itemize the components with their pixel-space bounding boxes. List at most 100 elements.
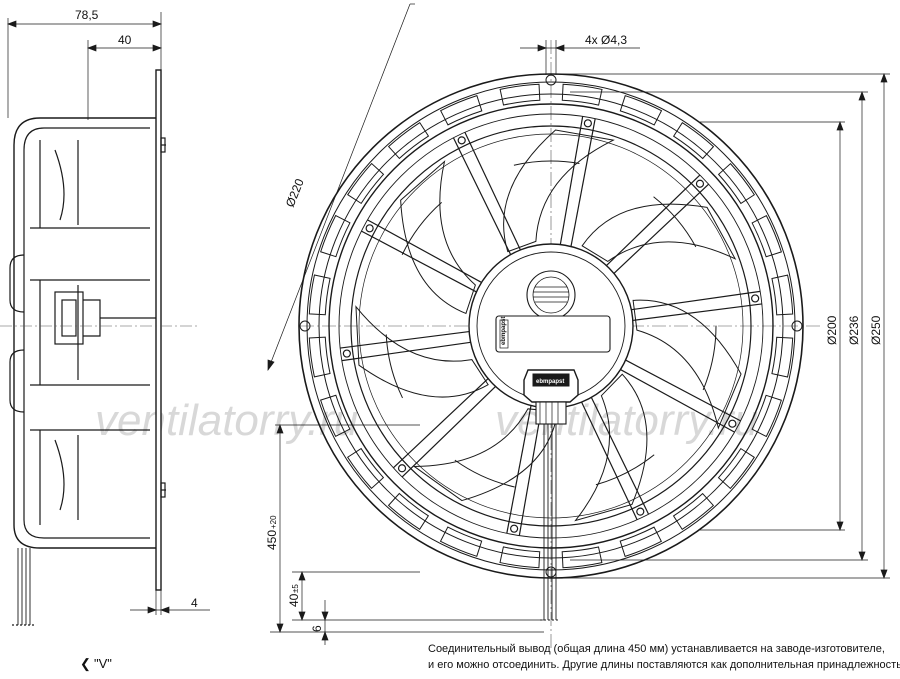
frame-slot bbox=[346, 447, 385, 490]
frame-slot bbox=[499, 546, 541, 569]
hub-logo-text: ebmpapst bbox=[501, 317, 507, 345]
blade-edge bbox=[385, 334, 403, 399]
frame-slot bbox=[751, 214, 782, 258]
mount-hole-left bbox=[299, 320, 311, 332]
blade bbox=[581, 203, 737, 262]
strut bbox=[606, 174, 701, 267]
hub-label-plate bbox=[495, 315, 611, 353]
housing-outline bbox=[13, 117, 156, 549]
strut-mount bbox=[695, 179, 705, 188]
dim-lead-length-tol: ±5 bbox=[291, 584, 300, 593]
strut bbox=[613, 183, 710, 274]
frame-slot bbox=[751, 394, 782, 438]
blade bbox=[574, 373, 648, 522]
dim-depth-body: 40 bbox=[118, 33, 132, 47]
dim-cable-length-tol: +20 bbox=[269, 515, 278, 529]
dim-flange: 4 bbox=[191, 596, 198, 610]
blade-edge bbox=[702, 325, 717, 391]
frame-slot bbox=[561, 546, 603, 569]
blade bbox=[355, 305, 489, 398]
strut-mount bbox=[365, 224, 374, 233]
strut bbox=[570, 118, 596, 247]
strut-mount bbox=[342, 349, 351, 358]
strut-mount bbox=[751, 294, 760, 303]
watermark-left: ventilatorry.ru bbox=[95, 396, 358, 445]
frame-slot bbox=[308, 336, 331, 378]
strut bbox=[559, 116, 584, 245]
frame-slots bbox=[308, 83, 794, 569]
strut bbox=[625, 359, 741, 422]
dim-lead-length: 40 bbox=[287, 593, 301, 607]
frame-slot bbox=[561, 83, 603, 106]
inner-ring bbox=[328, 103, 774, 549]
frame-slot bbox=[387, 121, 430, 160]
strut bbox=[392, 378, 489, 469]
side-view bbox=[9, 69, 166, 626]
strut bbox=[506, 405, 532, 534]
front-cable bbox=[543, 424, 557, 620]
frame-slot bbox=[308, 274, 331, 316]
frame-slot bbox=[717, 447, 755, 490]
view-label: "V" bbox=[94, 656, 112, 671]
strut bbox=[367, 219, 482, 283]
dim-holes: 4x Ø4,3 bbox=[585, 33, 627, 47]
strut bbox=[464, 132, 521, 251]
frame-slot bbox=[771, 336, 794, 378]
front-view bbox=[298, 73, 804, 621]
frame-slot bbox=[672, 492, 715, 531]
strut bbox=[340, 330, 470, 349]
front-dimensions bbox=[267, 3, 890, 645]
strut bbox=[581, 401, 638, 520]
frame-slot bbox=[320, 394, 351, 438]
frame-slot bbox=[619, 95, 663, 126]
strut-mount bbox=[728, 419, 737, 428]
dim-dia-220: Ø220 bbox=[283, 176, 307, 209]
strut-mount bbox=[397, 464, 407, 473]
strut bbox=[401, 385, 496, 478]
frame-slot bbox=[387, 492, 430, 530]
dim-dia-250: Ø250 bbox=[869, 315, 883, 345]
blade-edge bbox=[401, 202, 442, 255]
frame-slot bbox=[717, 162, 756, 205]
strut-mount bbox=[636, 507, 645, 516]
dim-dia-200: Ø200 bbox=[825, 315, 839, 345]
note-line-2: и его можно отсоединить. Другие длины по… bbox=[428, 659, 900, 671]
strut bbox=[590, 397, 650, 515]
strut-mount bbox=[583, 119, 592, 128]
mount-hole-right bbox=[791, 320, 803, 332]
frame-slot bbox=[439, 95, 483, 126]
frame-slot bbox=[672, 122, 715, 160]
connector-logo-badge bbox=[532, 373, 570, 387]
view-arrow-icon: ❮ bbox=[80, 656, 91, 672]
strut-mount bbox=[457, 136, 466, 145]
strut bbox=[620, 369, 735, 433]
strut bbox=[631, 290, 761, 311]
side-cable bbox=[17, 548, 31, 625]
blade bbox=[412, 408, 559, 502]
dim-strip-length: 6 bbox=[310, 625, 324, 632]
frame-slot bbox=[320, 214, 351, 258]
frame-slot bbox=[439, 526, 483, 557]
blade bbox=[503, 129, 615, 253]
dim-cable-length: 450 bbox=[265, 530, 279, 550]
blade-edge bbox=[595, 454, 655, 486]
strut bbox=[632, 303, 762, 322]
frame-slot bbox=[771, 274, 794, 316]
motor-hub bbox=[54, 291, 84, 345]
impeller-blades bbox=[355, 129, 742, 522]
frame-slot bbox=[499, 83, 541, 106]
strut bbox=[452, 137, 512, 255]
strut bbox=[361, 230, 477, 293]
guard-struts bbox=[340, 116, 762, 536]
blade-edge bbox=[454, 459, 515, 488]
note-line-1: Соединительный вывод (общая длина 450 мм… bbox=[428, 643, 885, 655]
strut-mount bbox=[510, 524, 519, 533]
frame-slot bbox=[619, 526, 663, 557]
dim-depth-total: 78,5 bbox=[75, 8, 99, 22]
blade-edge bbox=[653, 196, 697, 248]
flange-plate bbox=[155, 69, 162, 591]
strut bbox=[341, 341, 471, 362]
blade bbox=[400, 160, 476, 315]
